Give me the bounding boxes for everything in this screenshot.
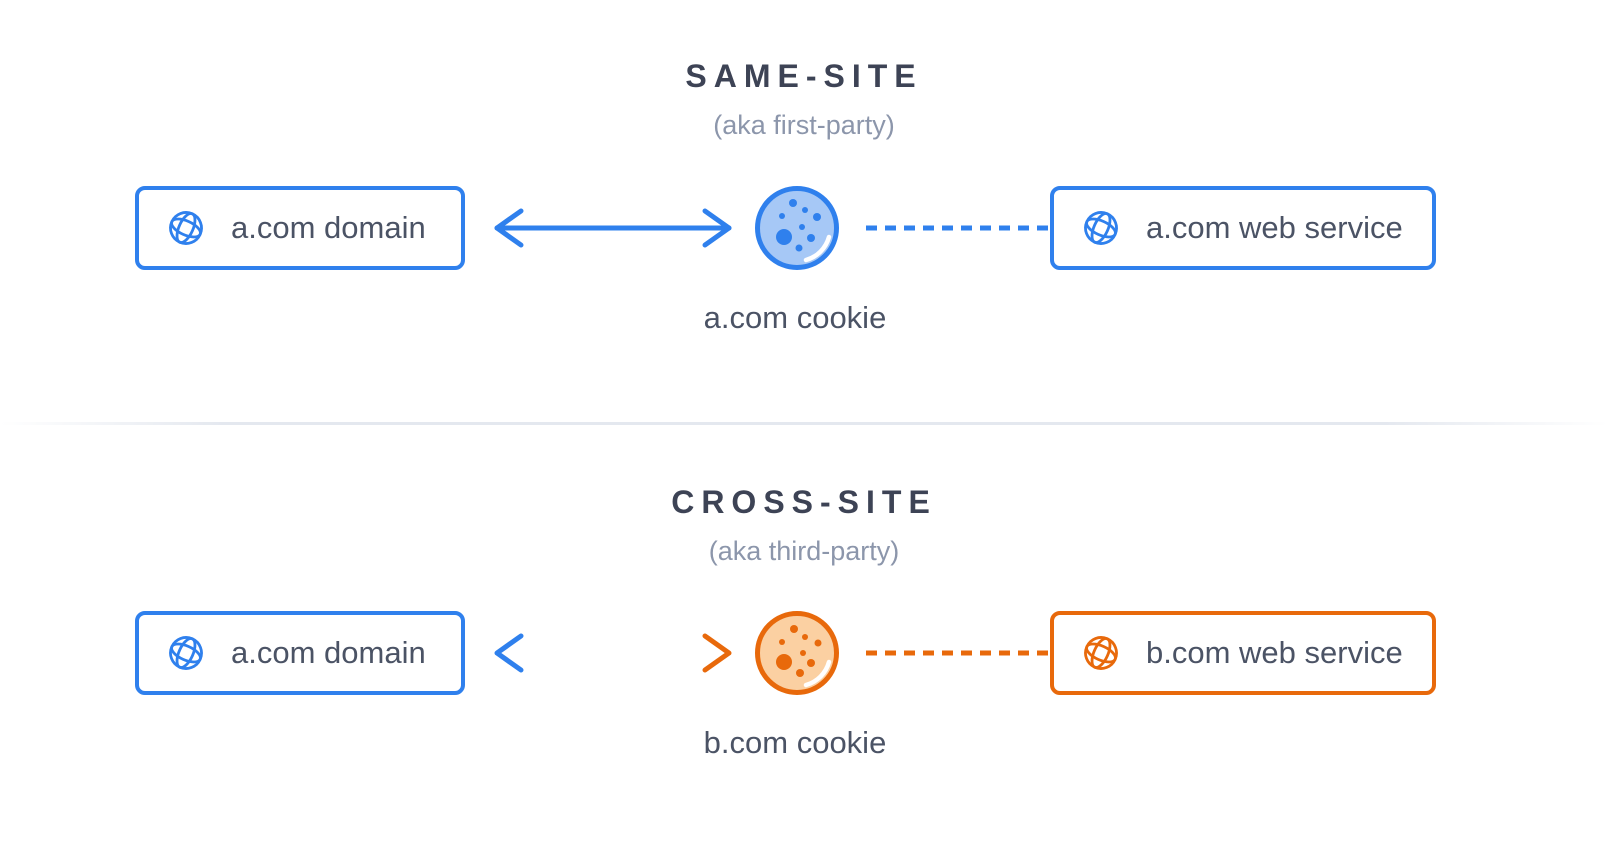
dashed-connector (866, 650, 1048, 656)
bidirectional-gradient-arrow-icon (494, 633, 732, 673)
cross-site-subtitle: (aka third-party) (708, 536, 900, 566)
web-service-box-label: a.com web service (1146, 210, 1403, 245)
globe-icon (169, 211, 203, 245)
bidirectional-arrow-icon (494, 208, 732, 248)
globe-icon (1084, 211, 1118, 245)
globe-icon (1084, 636, 1118, 670)
section-divider (0, 422, 1608, 425)
domain-box-label: a.com domain (231, 210, 426, 245)
cross-site-domain-box: a.com domain (135, 611, 465, 695)
cross-site-title: CROSS-SITE (671, 484, 937, 520)
same-site-domain-box: a.com domain (135, 186, 465, 270)
web-service-box-label: b.com web service (1146, 635, 1403, 670)
same-site-title: SAME-SITE (685, 58, 923, 94)
cross-site-web-service-box: b.com web service (1050, 611, 1436, 695)
domain-box-label: a.com domain (231, 635, 426, 670)
dashed-connector (866, 225, 1048, 231)
cookie-icon (755, 611, 839, 695)
cross-site-cookie-label: b.com cookie (703, 725, 887, 760)
same-site-subtitle: (aka first-party) (713, 110, 895, 140)
same-site-web-service-box: a.com web service (1050, 186, 1436, 270)
globe-icon (169, 636, 203, 670)
cookie-icon (755, 186, 839, 270)
same-site-cookie-label: a.com cookie (703, 300, 887, 335)
